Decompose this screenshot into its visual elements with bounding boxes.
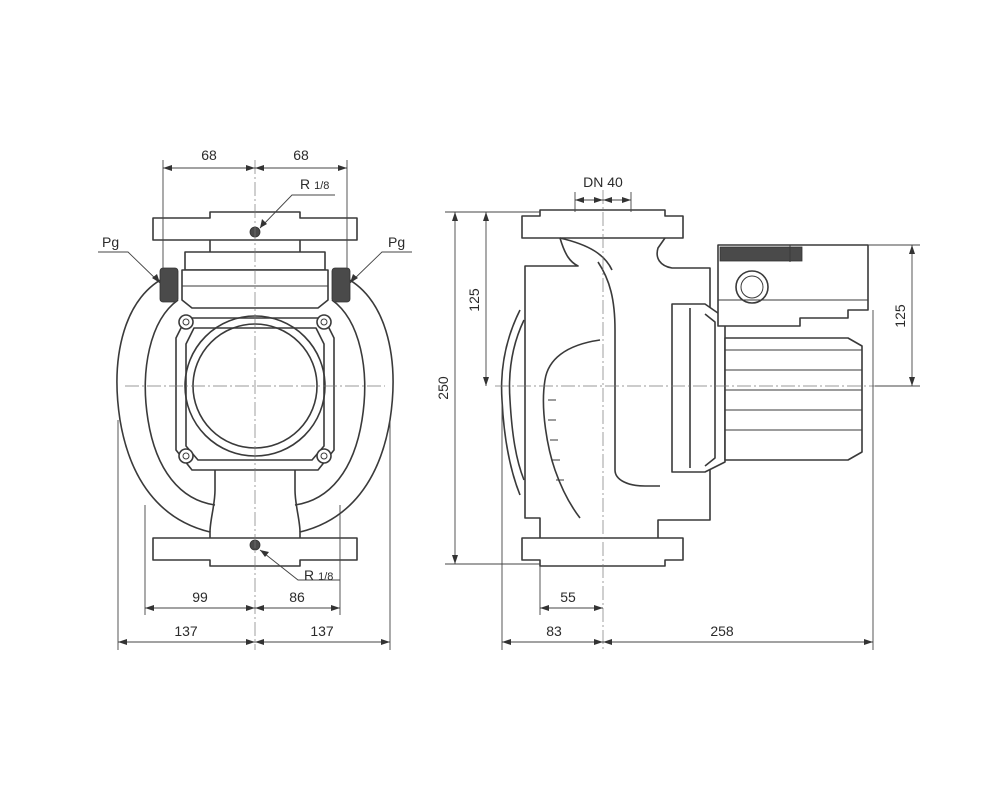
dimension-arrows (118, 165, 915, 645)
dim-top-left: 68 (201, 147, 217, 163)
dim-bottom-outer-right: 137 (310, 623, 334, 639)
dim-bottom-outer-left: 137 (174, 623, 198, 639)
label-gland-right: Pg (388, 234, 405, 250)
side-motor-flange (671, 303, 726, 473)
dim-bottom-inner-right: 86 (289, 589, 305, 605)
dimension-lines (98, 160, 920, 650)
side-motor-flange-inner (689, 308, 716, 468)
side-motor-can (724, 337, 863, 461)
label-gland-left: Pg (102, 234, 119, 250)
side-terminal-box (717, 244, 869, 327)
side-outer-arc-inner (508, 319, 525, 481)
dim-top-right: 68 (293, 147, 309, 163)
dim-flange-offset: 55 (560, 589, 576, 605)
front-view (116, 160, 394, 650)
side-view (495, 190, 875, 650)
dim-inlet-to-axis: 125 (466, 288, 482, 312)
side-volute (559, 237, 660, 487)
side-top-flange (521, 209, 684, 239)
dim-motor-to-axis: 125 (892, 304, 908, 328)
dim-overall-height: 250 (435, 376, 451, 400)
front-lower-neck (209, 470, 301, 533)
dim-motor-length: 258 (710, 623, 734, 639)
front-bolts (178, 314, 332, 464)
side-bottom-flange (521, 537, 684, 567)
side-inlet-curve (542, 339, 601, 519)
dim-body-depth: 83 (546, 623, 562, 639)
front-gland-right (331, 267, 351, 303)
dim-bottom-inner-left: 99 (192, 589, 208, 605)
dim-nominal-diameter: DN 40 (583, 174, 623, 190)
side-cooling-fins (719, 246, 803, 262)
front-inner-casing (144, 299, 366, 506)
side-ribs (548, 399, 564, 481)
front-gland-left (159, 267, 179, 303)
